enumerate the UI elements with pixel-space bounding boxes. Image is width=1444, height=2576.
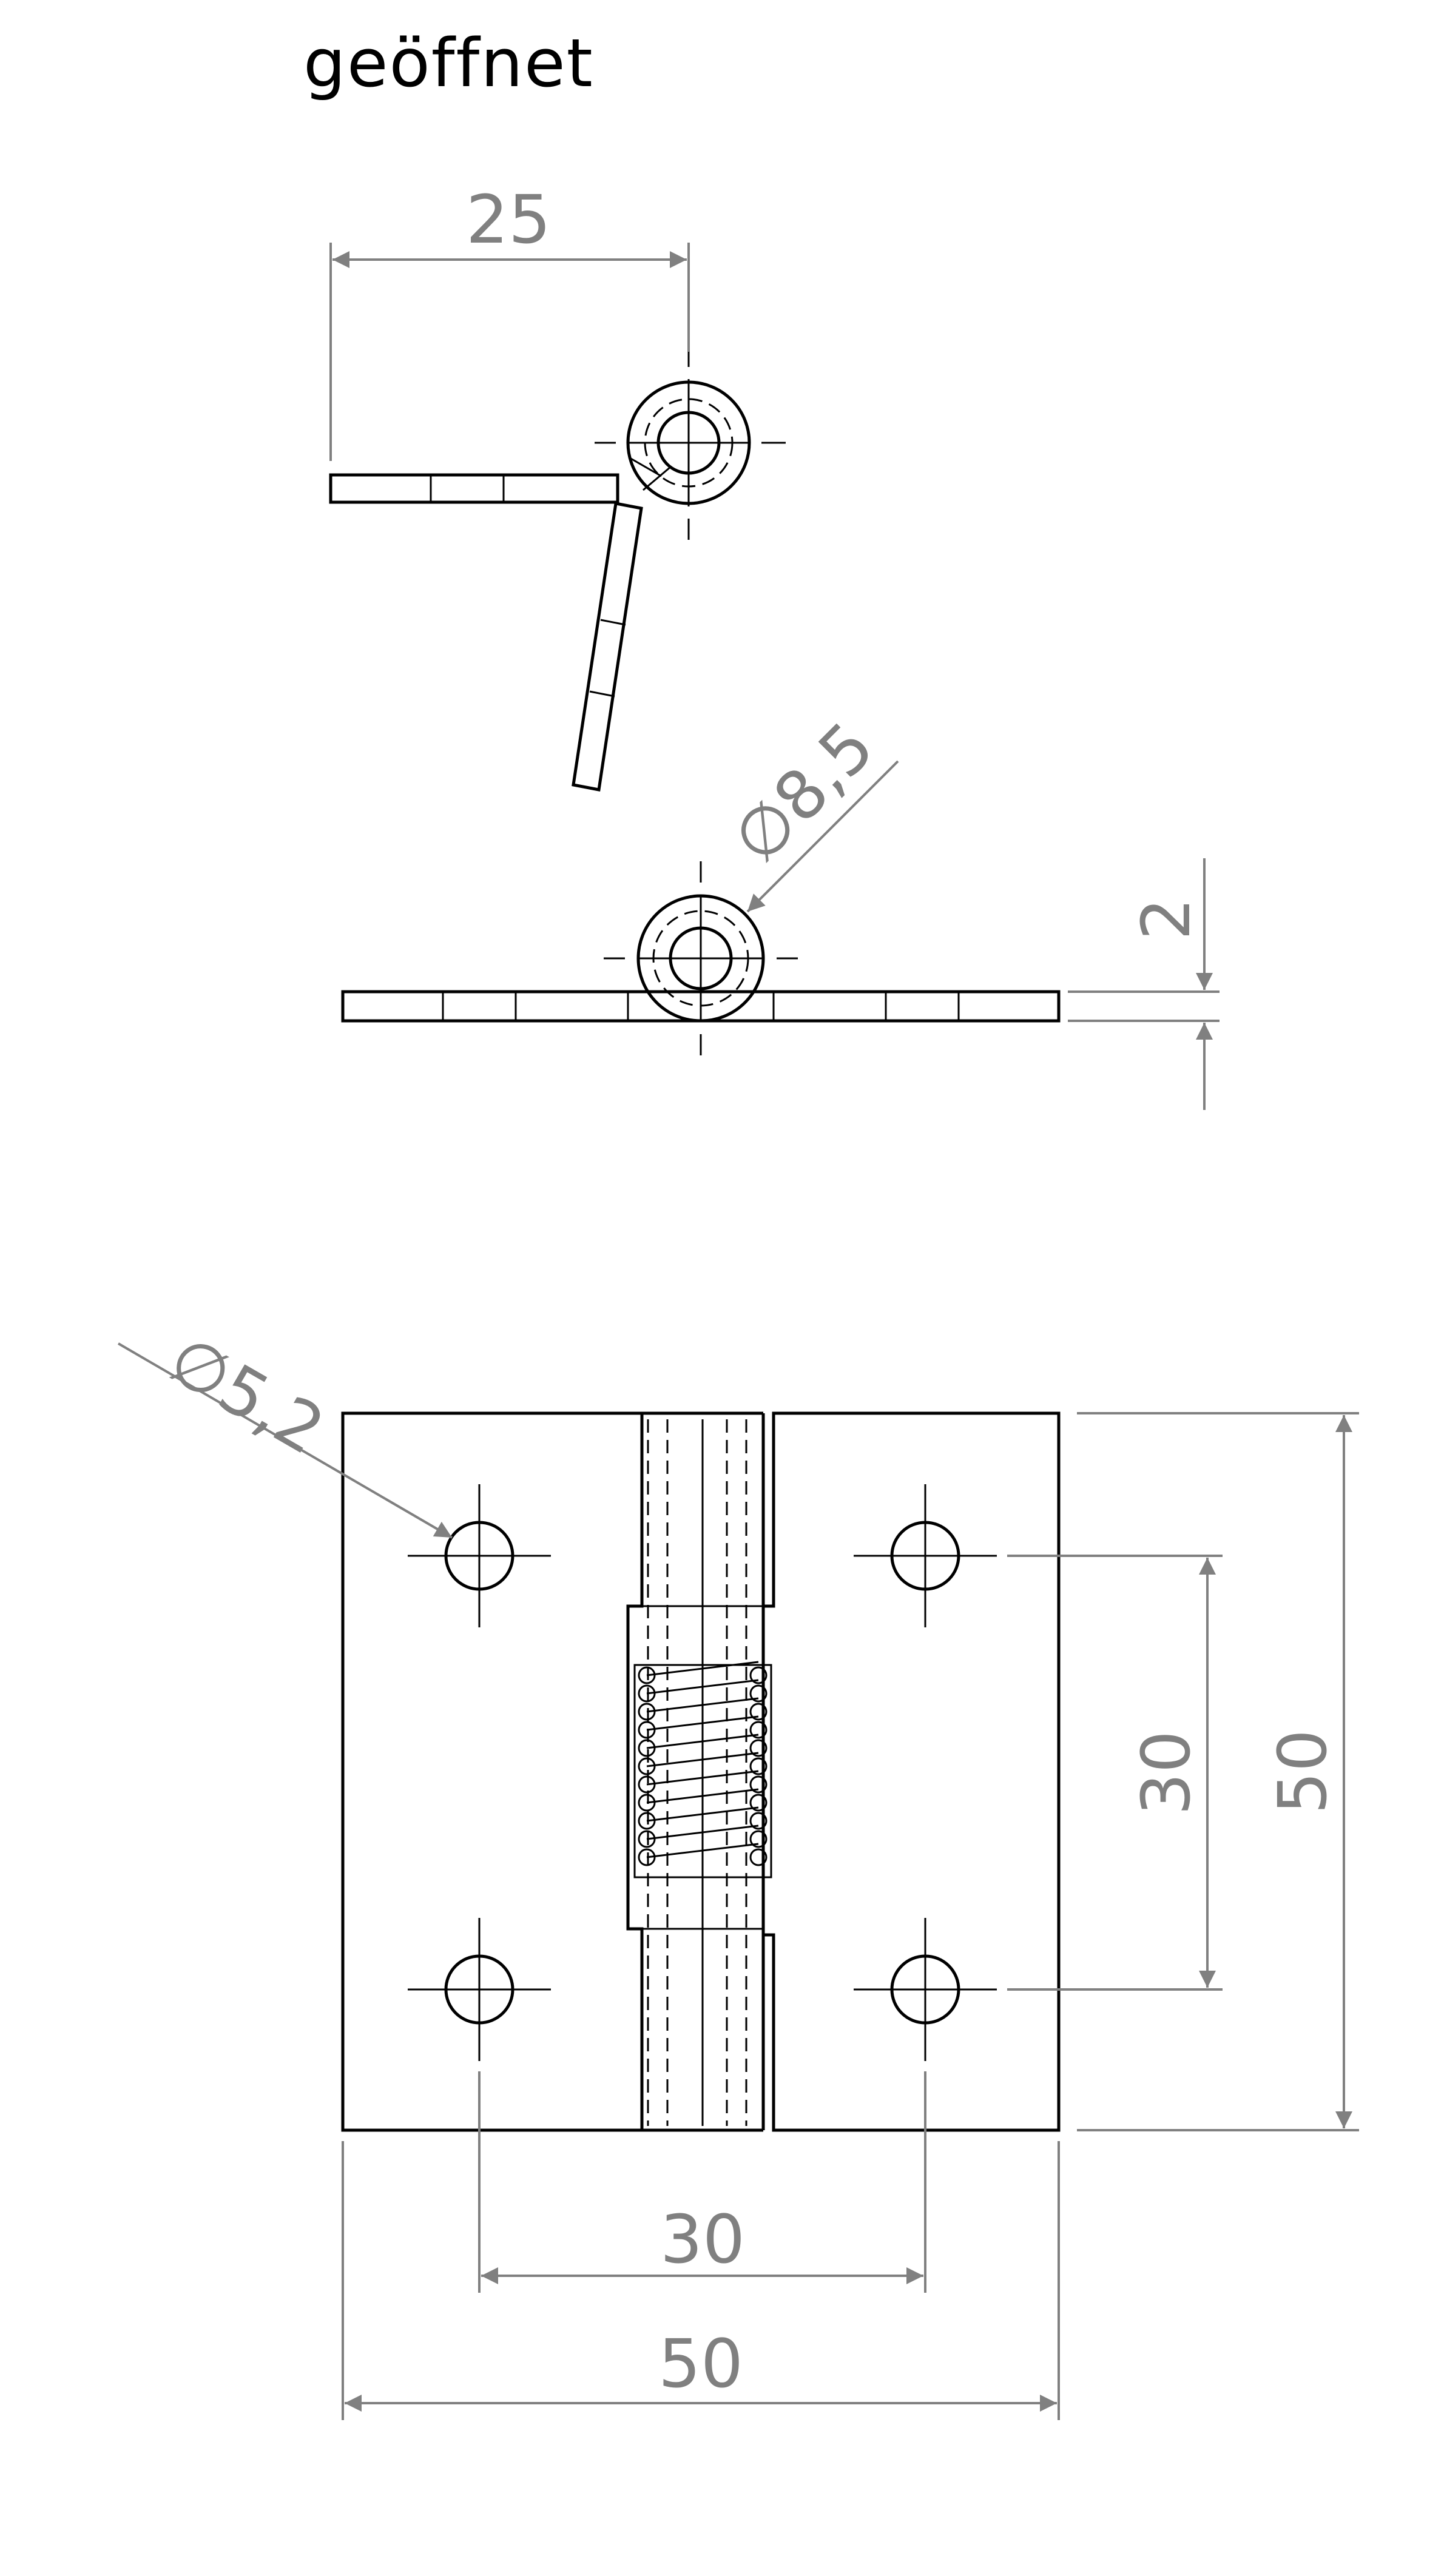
view-title-open: geöffnet [303, 24, 594, 102]
dimension-thickness: 2 [1068, 858, 1220, 1110]
open-view: 25 [329, 181, 786, 792]
dimension-hole-diameter: ∅5,2 [117, 1320, 453, 1539]
dimension-open-width: 25 [329, 181, 690, 461]
open-view-centerlines [595, 346, 786, 540]
pin-diameter-label: ∅8,5 [718, 707, 889, 878]
mounting-hole-top-right [854, 1484, 997, 1627]
side-view-centerlines [604, 861, 798, 1055]
mounting-hole-bottom-left [408, 1918, 551, 2061]
height-label: 50 [1264, 1729, 1341, 1814]
front-view: ∅5,2 30 50 30 50 [117, 1320, 1359, 2420]
width-label: 50 [658, 2325, 743, 2403]
right-leaf [761, 1411, 1061, 2132]
pin-hidden-lines [647, 1419, 747, 2126]
open-view-horizontal-leaf [329, 473, 619, 504]
hole-spacing-vertical-label: 30 [1127, 1730, 1205, 1815]
open-view-angled-leaf [572, 502, 643, 792]
left-leaf [341, 1411, 644, 2132]
dimension-height: 50 [1077, 1412, 1359, 2131]
torsion-spring [633, 1661, 772, 1878]
mounting-hole-top-left [408, 1484, 551, 1627]
dimension-hole-spacing-horizontal: 30 [478, 2071, 926, 2293]
thickness-label: 2 [1127, 898, 1205, 940]
dimension-hole-spacing-vertical: 30 [1007, 1555, 1223, 1991]
dimension-width: 50 [342, 2141, 1060, 2420]
hole-spacing-horizontal-label: 30 [660, 2201, 745, 2278]
open-width-label: 25 [466, 181, 551, 258]
hole-diameter-label: ∅5,2 [156, 1320, 337, 1470]
mounting-hole-bottom-right [854, 1918, 997, 2061]
side-view: ∅8,5 2 [341, 707, 1220, 1110]
dimension-pin-diameter: ∅8,5 [718, 707, 899, 913]
